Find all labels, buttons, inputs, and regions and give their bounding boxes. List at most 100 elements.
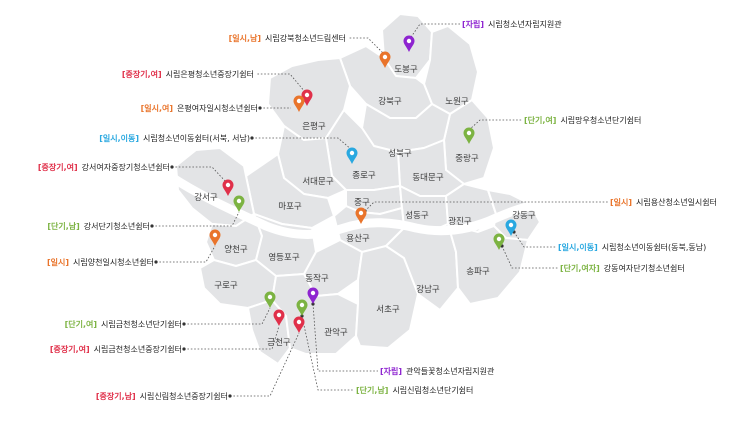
pin-body: [233, 195, 245, 212]
map-pin-icon[interactable]: [307, 287, 319, 305]
district-label: 관악구: [324, 327, 348, 338]
map-pin-icon[interactable]: [293, 95, 305, 113]
district-seocho[interactable]: [355, 245, 419, 349]
shelter-labels: [자립]시립청소년자립지원관[일시,남]시립강북청소년드림센터[중장기,여]시립…: [38, 19, 717, 401]
pin-body: [293, 316, 305, 333]
shelter-name: 시립은평청소년중장기쉼터: [166, 69, 254, 79]
district-label: 동작구: [305, 273, 329, 284]
district-label: 금천구: [267, 337, 291, 348]
district-label: 영등포구: [268, 252, 299, 263]
shelter-name: 관악들꽃청소년자립지원관: [406, 366, 495, 376]
district-guro[interactable]: [199, 259, 277, 309]
pin-body: [273, 309, 285, 326]
shelter-label[interactable]: [단기,여자]강동여자단기청소년쉼터: [560, 263, 685, 273]
leader-end-dot: [228, 394, 232, 398]
leader-end-dot: [250, 136, 254, 140]
district-label: 중구: [354, 198, 370, 208]
map-pin-icon[interactable]: [379, 51, 391, 68]
district-label: 구로구: [214, 281, 238, 291]
shelter-type-tag: [일시,남]: [229, 33, 261, 43]
pin-center: [267, 294, 273, 300]
shelter-name: 시립청소년이동쉼터(서북, 서남): [143, 133, 250, 143]
map-pin-icon[interactable]: [493, 233, 505, 250]
district-label: 동대문구: [412, 173, 443, 183]
district-label: 양천구: [224, 244, 248, 255]
pin-center: [358, 210, 364, 216]
district-label: 서초구: [376, 305, 400, 315]
district-label: 강남구: [416, 284, 440, 295]
leader-end-dot: [182, 322, 186, 326]
shelter-type-tag: [중장기,여]: [122, 69, 162, 79]
shelter-label[interactable]: [일시] 시립양천일시청소년쉼터: [47, 257, 154, 267]
shelter-label[interactable]: [중장기,남] 시립신림청소년중장기쉼터: [96, 391, 228, 401]
shelter-label[interactable]: [단기,남]시립신림청소년단기쉼터: [356, 385, 473, 395]
shelter-type-tag: [단기,여]: [524, 115, 556, 125]
pin-center: [508, 222, 514, 228]
district-label: 은평구: [302, 121, 326, 132]
map-pin-icon[interactable]: [346, 147, 358, 165]
district-label: 성북구: [388, 149, 412, 159]
district-label: 강서구: [194, 192, 218, 203]
shelter-label[interactable]: [자립]시립청소년자립지원관: [462, 19, 562, 29]
shelter-label[interactable]: [일시,남] 시립강북청소년드림센터: [229, 33, 346, 43]
shelter-label[interactable]: [단기,여]시립망우청소년단기쉼터: [524, 115, 641, 125]
pin-center: [296, 98, 302, 104]
shelter-label[interactable]: [일시,이동]시립청소년이동쉼터(서북, 서남): [99, 133, 250, 143]
shelter-label[interactable]: [중장기,여] 시립은평청소년중장기쉼터: [122, 69, 254, 79]
leader-line: [501, 245, 558, 269]
map-pin-icon[interactable]: [355, 207, 367, 225]
leader-line: [301, 315, 354, 391]
leader-line: [468, 119, 522, 131]
shelter-label[interactable]: [중장기,여]시립금천청소년중장기쉼터: [50, 344, 182, 354]
shelter-name: 시립양천일시청소년쉼터: [73, 257, 154, 267]
pin-center: [212, 232, 218, 238]
map-pin-icon[interactable]: [463, 127, 475, 145]
map-pin-icon[interactable]: [293, 316, 305, 334]
shelter-type-tag: [일시]: [47, 257, 69, 267]
pin-body: [355, 207, 367, 224]
map-pin-icon[interactable]: [233, 195, 245, 213]
map-pin-icon[interactable]: [222, 179, 234, 197]
map-pin-icon[interactable]: [505, 219, 517, 237]
shelter-label[interactable]: [일시,이동]시립청소년이동쉼터(동북,동남): [558, 242, 706, 252]
pin-center: [236, 198, 242, 204]
shelter-type-tag: [단기,여자]: [560, 263, 600, 273]
leader-end-dot: [182, 347, 186, 351]
map-pin-icon[interactable]: [264, 291, 276, 309]
shelter-label[interactable]: [단기,여]시립금천청소년단기쉼터: [65, 319, 182, 329]
shelter-type-tag: [단기,남]: [47, 221, 79, 231]
pin-center: [406, 38, 412, 44]
shelter-type-tag: [자립]: [380, 366, 402, 376]
shelter-label[interactable]: [일시,여]은평여자일시청소년쉼터: [141, 103, 258, 113]
pin-body: [403, 35, 415, 52]
shelter-label[interactable]: [자립] 관악들꽃청소년자립지원관: [380, 366, 495, 376]
shelter-name: 시립강북청소년드림센터: [265, 33, 346, 43]
shelter-label[interactable]: [단기,남]강서단기청소년쉼터: [47, 221, 150, 231]
shelter-type-tag: [중장기,여]: [50, 344, 90, 354]
leader-end-dot: [150, 224, 154, 228]
district-songpa[interactable]: [447, 223, 529, 305]
shelter-type-tag: [자립]: [462, 19, 484, 29]
han-river: [165, 171, 547, 239]
district-shapes: [175, 13, 541, 365]
map-pin-icon[interactable]: [403, 35, 415, 53]
leader-end-dot: [154, 260, 158, 264]
shelter-name: 시립용산청소년일시쉼터: [636, 197, 717, 207]
pin-body: [307, 287, 319, 304]
map-pin-icon[interactable]: [296, 299, 308, 317]
map-pin-icon[interactable]: [301, 89, 313, 107]
shelter-label[interactable]: [중장기,여]강서여자중장기청소년쉼터: [38, 162, 170, 172]
leader-end-dot: [258, 106, 262, 110]
shelter-label[interactable]: [일시]시립용산청소년일시쉼터: [610, 197, 717, 207]
district-label: 노원구: [445, 97, 469, 107]
pin-body: [301, 89, 313, 106]
map-pin-icon[interactable]: [209, 229, 221, 246]
shelter-type-tag: [단기,남]: [356, 385, 388, 395]
map-pin-icon[interactable]: [273, 309, 285, 327]
shelter-name: 시립신림청소년중장기쉼터: [140, 391, 228, 401]
district-label: 마포구: [278, 202, 302, 212]
shelter-type-tag: [중장기,남]: [96, 391, 136, 401]
district-gwanak[interactable]: [271, 273, 359, 355]
pin-body: [379, 51, 391, 68]
leader-line: [348, 37, 386, 56]
